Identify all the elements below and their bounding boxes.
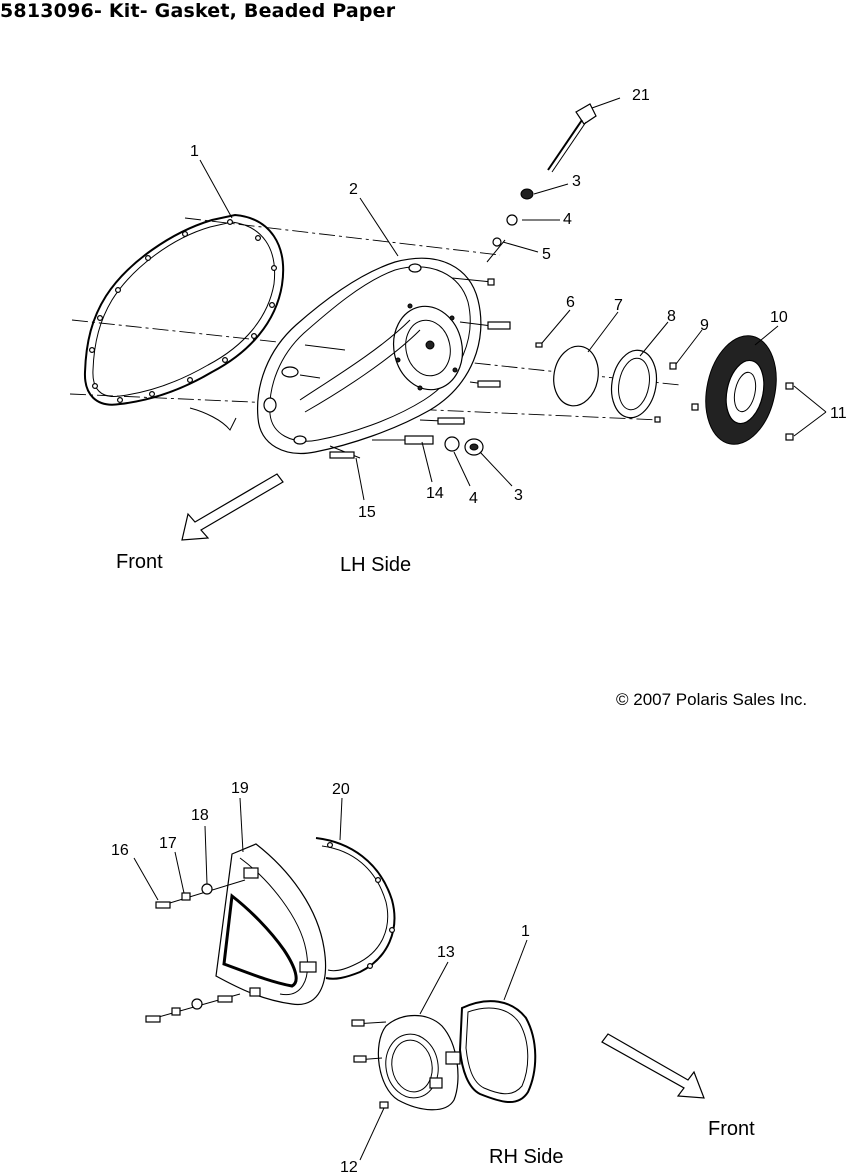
lh-cover-part-2 (256, 257, 482, 454)
callout-6: 6 (566, 294, 575, 311)
rh-callouts: 19 20 18 17 16 13 1 12 (111, 780, 530, 1175)
upper-small-parts (492, 188, 534, 247)
rh-leader-lines (133, 797, 528, 1161)
callout-15: 15 (358, 504, 376, 521)
callout-8: 8 (667, 308, 676, 325)
front-arrow-rh (601, 1033, 705, 1099)
parts-6-to-9 (535, 342, 677, 423)
gasket-part-1 (83, 213, 285, 431)
screws-part-11 (691, 382, 794, 441)
lower-fasteners (372, 435, 484, 456)
front-arrow-lh (181, 473, 284, 541)
sensor-part-21 (486, 103, 597, 263)
front-label-lh: Front (116, 551, 163, 573)
rh-side-caption: RH Side (489, 1146, 563, 1168)
callout-4b: 4 (469, 490, 478, 507)
callout-19: 19 (231, 780, 249, 797)
lh-leader-lines (199, 97, 827, 501)
page-title: 5813096- Kit- Gasket, Beaded Paper (0, 0, 396, 22)
callout-18: 18 (191, 807, 209, 824)
callout-4: 4 (563, 211, 572, 228)
callout-9: 9 (700, 317, 709, 334)
callout-3: 3 (572, 173, 581, 190)
callout-13: 13 (437, 944, 455, 961)
callout-7: 7 (614, 297, 623, 314)
callout-12: 12 (340, 1159, 358, 1175)
cover-bolts (299, 277, 511, 459)
rh-side-view: 19 20 18 17 16 13 1 12 Front RH Side (111, 780, 755, 1175)
callout-11: 11 (830, 405, 847, 422)
callout-17: 17 (159, 835, 177, 852)
callout-10: 10 (770, 309, 788, 326)
derby-cover-part-10 (705, 335, 777, 445)
lh-side-caption: LH Side (340, 554, 411, 576)
callout-2: 2 (349, 181, 358, 198)
copyright-text: © 2007 Polaris Sales Inc. (616, 690, 807, 709)
callout-5: 5 (542, 246, 551, 263)
fasteners-16-18 (145, 879, 246, 1023)
callout-21: 21 (632, 87, 650, 104)
lh-callouts: 21 1 2 3 4 5 6 7 8 9 10 11 14 4 3 15 (190, 87, 847, 521)
rh-inner-cover-part-13 (351, 1015, 461, 1111)
gasket-part-1-rh (458, 1000, 537, 1103)
callout-1: 1 (190, 143, 199, 160)
callout-3b: 3 (514, 487, 523, 504)
gasket-part-20 (315, 837, 396, 980)
callout-14: 14 (426, 485, 444, 502)
front-label-rh: Front (708, 1118, 755, 1140)
callout-1-rh: 1 (521, 923, 530, 940)
callout-16: 16 (111, 842, 129, 859)
rh-cover-part-19 (215, 843, 327, 1006)
callout-20: 20 (332, 781, 350, 798)
lh-side-view: 21 1 2 3 4 5 6 7 8 9 10 11 14 4 3 15 (69, 87, 847, 576)
